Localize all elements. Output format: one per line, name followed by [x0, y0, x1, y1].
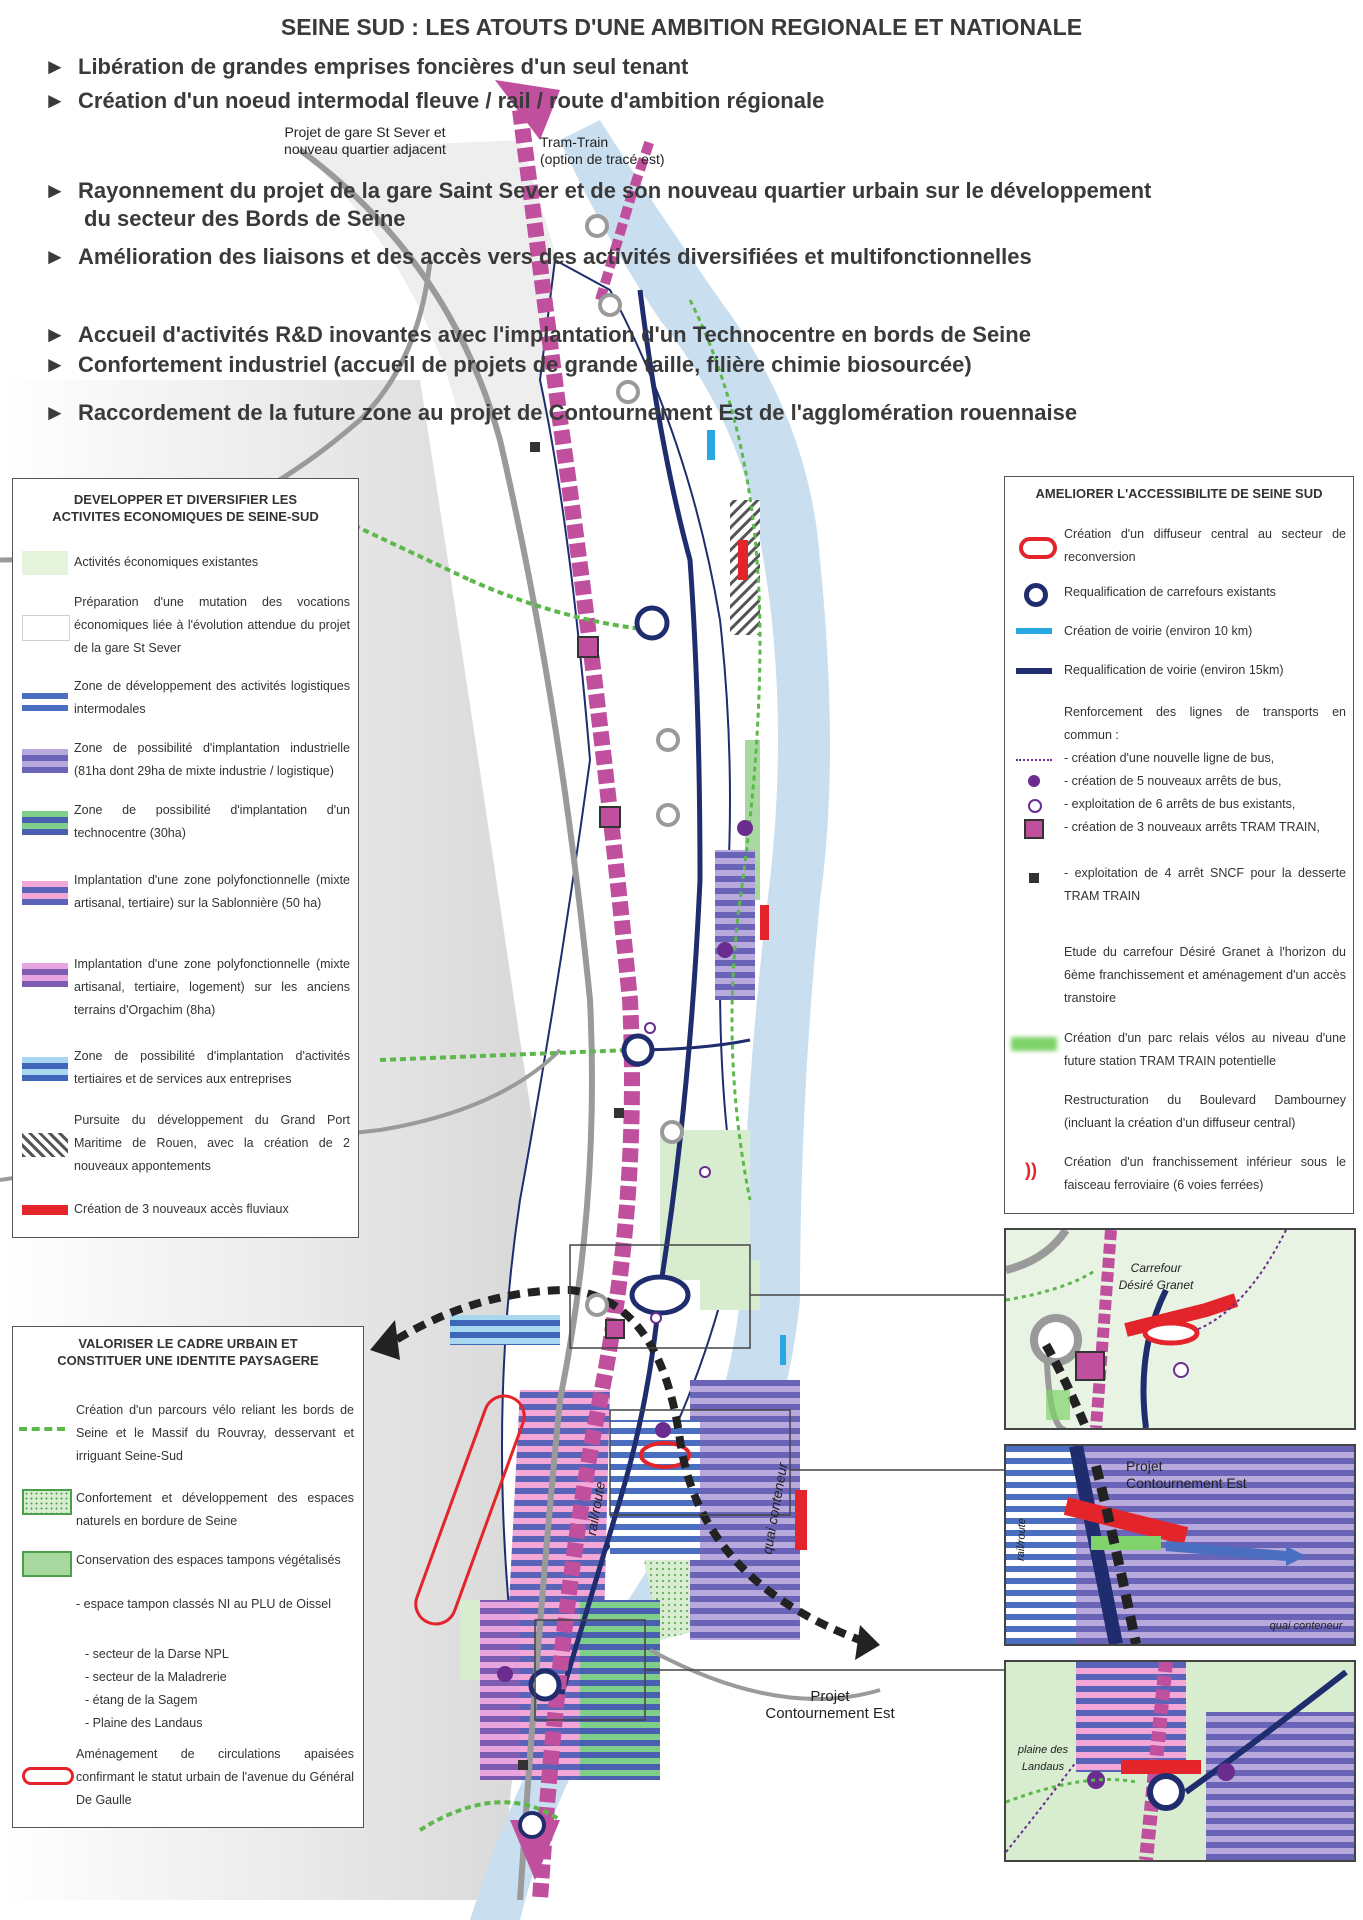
swatch-technocentre — [22, 811, 68, 835]
arrow-right-icon: ► — [44, 352, 66, 377]
legend-item: Activités économiques existantes — [74, 555, 259, 569]
bullet-item: ►Rayonnement du projet de la gare Saint … — [44, 176, 1151, 206]
underpass-icon: )) — [1025, 1160, 1037, 1180]
legend-item: Zone de possibilité d'implantation d'act… — [74, 1049, 350, 1086]
swatch-industrial — [22, 749, 68, 773]
legend-item: Création d'un parc relais vélos au nivea… — [1064, 1031, 1346, 1068]
arrow-right-icon: ► — [44, 88, 66, 113]
bullet-item: ►Création d'un noeud intermodal fleuve /… — [44, 86, 824, 116]
swatch-carrefour — [1024, 583, 1048, 607]
legend-item: Implantation d'une zone polyfonctionnell… — [74, 873, 350, 910]
legend-item: Création d'un parcours vélo reliant les … — [76, 1403, 354, 1463]
swatch-bus-new — [1028, 775, 1040, 787]
swatch-diffuseur — [1019, 537, 1057, 559]
legend-item: - secteur de la Maladrerie — [85, 1670, 227, 1684]
bullet-item: ►Confortement industriel (accueil de pro… — [44, 350, 972, 380]
arrow-right-icon: ► — [44, 322, 66, 347]
legend-item: Pursuite du développement du Grand Port … — [74, 1113, 350, 1173]
legend-item: Préparation d'une mutation des vocations… — [74, 595, 350, 655]
swatch-new-road — [1016, 628, 1052, 634]
arrow-right-icon: ► — [44, 178, 66, 203]
swatch-bus-existing — [1028, 799, 1042, 813]
arrow-right-icon: ► — [44, 400, 66, 425]
legend-item: Zone de développement des activités logi… — [74, 679, 350, 716]
swatch-parc-relais — [1011, 1037, 1057, 1051]
legend-title: DEVELOPPER ET DIVERSIFIER LES — [73, 492, 298, 507]
legend-title: VALORISER LE CADRE URBAIN ET — [78, 1336, 298, 1351]
inset-map — [1006, 1230, 1354, 1428]
legend-item: Requalification de carrefours existants — [1064, 585, 1276, 599]
legend-item: Création de voirie (environ 10 km) — [1064, 624, 1253, 638]
legend-item: Renforcement des lignes de transports en… — [1064, 705, 1346, 742]
swatch-port — [22, 1133, 68, 1157]
legend-item: - Plaine des Landaus — [85, 1716, 203, 1730]
inset-map — [1006, 1662, 1354, 1860]
legend-economic: DEVELOPPER ET DIVERSIFIER LES ACTIVITES … — [12, 478, 359, 1238]
legend-access: AMELIORER L'ACCESSIBILITE DE SEINE SUD )… — [1004, 476, 1354, 1214]
swatch-fluvial — [22, 1205, 68, 1215]
bullet-item: ►Accueil d'activités R&D inovantes avec … — [44, 320, 1031, 350]
legend-item: Création d'un franchissement inférieur s… — [1064, 1155, 1346, 1192]
legend-item: Etude du carrefour Désiré Granet à l'hor… — [1064, 945, 1346, 1005]
bullet-item: ►Raccordement de la future zone au proje… — [44, 398, 1077, 428]
swatch-natural — [22, 1489, 72, 1515]
inset-label-quai-conteneur: quai conteneur — [1269, 1620, 1343, 1632]
legend-item: - création de 3 nouveaux arrêts TRAM TRA… — [1064, 820, 1320, 834]
legend-item: Requalification de voirie (environ 15km) — [1064, 663, 1284, 677]
swatch-tram-stop — [1024, 819, 1044, 839]
swatch-mutation — [22, 615, 70, 641]
swatch-sablonniere — [22, 881, 68, 905]
arrow-right-icon: ► — [44, 54, 66, 79]
legend-item: Création de 3 nouveaux accès fluviaux — [74, 1202, 289, 1216]
swatch-buffer — [22, 1551, 72, 1577]
legend-item: Zone de possibilité d'implantation d'un … — [74, 803, 350, 840]
legend-item: - secteur de la Darse NPL — [85, 1647, 229, 1661]
legend-item: Conservation des espaces tampons végétal… — [76, 1553, 341, 1567]
inset-label-rail-route: rail/route — [1014, 1517, 1029, 1562]
swatch-velo — [19, 1427, 65, 1443]
legend-item: Confortement et développement des espace… — [76, 1491, 354, 1528]
bullet-item: ►Amélioration des liaisons et des accès … — [44, 242, 1032, 272]
legend-item: Restructuration du Boulevard Dambourney … — [1064, 1093, 1346, 1130]
arrow-right-icon: ► — [44, 244, 66, 269]
label-tram-train: Tram-Train(option de tracé est) — [540, 134, 665, 167]
swatch-bus-line — [1016, 759, 1052, 761]
swatch-logistics — [22, 687, 68, 711]
legend-item: - exploitation de 6 arrêts de bus exista… — [1064, 797, 1296, 811]
legend-item: - espace tampon classés NI au PLU de Ois… — [76, 1597, 331, 1611]
legend-item: - création d'une nouvelle ligne de bus, — [1064, 751, 1275, 765]
inset-map — [1006, 1446, 1354, 1644]
legend-title: ACTIVITES ECONOMIQUES DE SEINE-SUD — [52, 509, 319, 524]
legend-item: Création d'un diffuseur central au secte… — [1064, 527, 1346, 564]
swatch-calm — [22, 1767, 74, 1785]
swatch-tertiary — [22, 1057, 68, 1081]
legend-urban: VALORISER LE CADRE URBAIN ET CONSTITUER … — [12, 1326, 364, 1828]
swatch-sncf — [1029, 873, 1039, 883]
swatch-orgachim — [22, 963, 68, 987]
legend-item: - exploitation de 4 arrêt SNCF pour la d… — [1064, 866, 1346, 903]
legend-item: Aménagement de circulations apaisées con… — [76, 1747, 354, 1807]
swatch-requal-road — [1016, 668, 1052, 674]
legend-item: Implantation d'une zone polyfonctionnell… — [74, 957, 350, 1017]
legend-item: - création de 5 nouveaux arrêts de bus, — [1064, 774, 1282, 788]
bullet-item: ►Libération de grandes emprises foncière… — [44, 52, 688, 82]
legend-title: AMELIORER L'ACCESSIBILITE DE SEINE SUD — [1035, 486, 1323, 501]
page-title: SEINE SUD : LES ATOUTS D'UNE AMBITION RE… — [280, 14, 1083, 40]
swatch-existing — [22, 551, 68, 575]
legend-title: CONSTITUER UNE IDENTITE PAYSAGERE — [57, 1353, 319, 1368]
legend-item: Zone de possibilité d'implantation indus… — [74, 741, 350, 778]
bullet-item-continued: du secteur des Bords de Seine — [84, 206, 406, 231]
legend-item: - étang de la Sagem — [85, 1693, 198, 1707]
